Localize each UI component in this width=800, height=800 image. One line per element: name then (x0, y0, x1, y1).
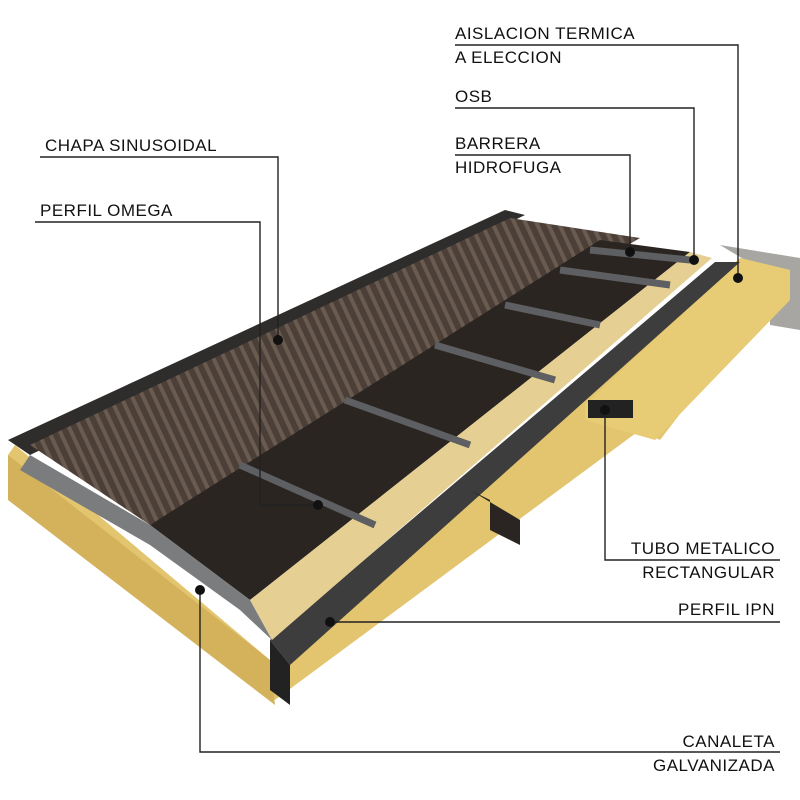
canaleta-galvanizada (20, 455, 272, 640)
label-tubo-line2: RECTANGULAR (642, 563, 775, 582)
osb-board (250, 252, 712, 640)
label-barrera-line2: HIDROFUGA (455, 158, 562, 177)
label-osb: OSB (455, 87, 493, 106)
label-aislacion-line1: AISLACION TERMICA (455, 24, 636, 43)
label-canaleta-line2: GALVANIZADA (652, 756, 775, 775)
label-barrera: BARRERA HIDROFUGA (455, 132, 562, 180)
leader-lines (35, 44, 780, 753)
ipn-side (270, 640, 290, 705)
label-tubo: TUBO METALICO RECTANGULAR (631, 537, 775, 585)
insulation-panel-right (585, 258, 790, 440)
label-aislacion: AISLACION TERMICA A ELECCION (455, 22, 635, 70)
label-chapa: CHAPA SINUSOIDAL (45, 136, 218, 155)
chapa-sinusoidal (30, 218, 640, 525)
ipn-frame (8, 210, 525, 455)
insulation-front-face (8, 455, 275, 705)
label-aislacion-line2: A ELECCION (455, 48, 563, 67)
label-canaleta: CANALETA GALVANIZADA (653, 730, 775, 778)
perfil-ipn (270, 262, 740, 665)
barrera-hidrofuga (150, 240, 690, 600)
label-canaleta-line1: CANALETA (682, 732, 775, 751)
perfil-omega-group (238, 246, 691, 529)
label-barrera-line1: BARRERA (455, 134, 541, 153)
label-tubo-line1: TUBO METALICO (630, 539, 775, 558)
tubo-rectangular (588, 400, 633, 418)
leader-dots (195, 247, 743, 627)
label-omega: PERFIL OMEGA (40, 201, 173, 220)
label-ipn: PERFIL IPN (678, 600, 775, 619)
tubo-rectangular-lower (470, 490, 520, 545)
